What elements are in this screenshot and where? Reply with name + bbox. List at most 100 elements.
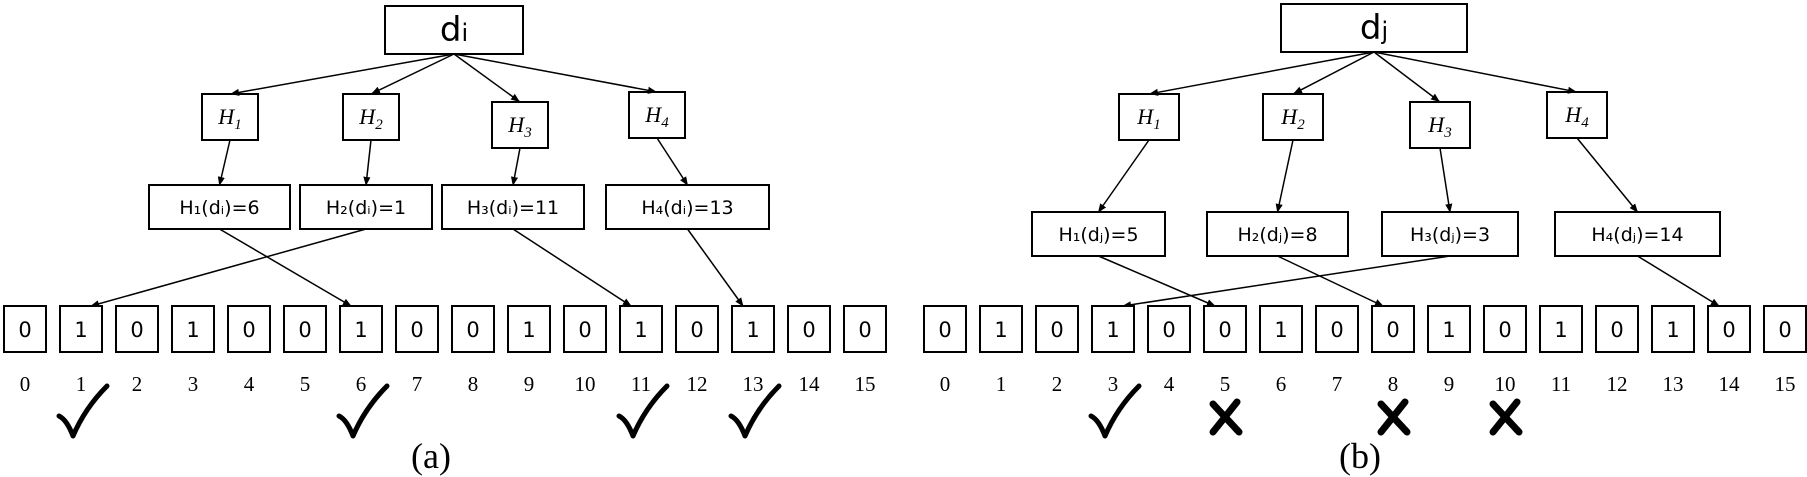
edge-document-to-hash <box>1373 51 1577 94</box>
hash-function-node <box>491 101 549 149</box>
bit-value: 1 <box>354 318 367 342</box>
bit-cell <box>1035 305 1079 353</box>
hash-function-subscript: 3 <box>1443 125 1452 141</box>
bit-index: 9 <box>1444 372 1455 396</box>
edge-hash-to-value <box>1275 139 1294 213</box>
bit-value: 0 <box>1162 318 1175 342</box>
edge-hash-to-value <box>363 139 372 186</box>
check-icon <box>336 383 390 439</box>
edge-document-to-hash <box>230 53 455 96</box>
bit-cell <box>923 305 967 353</box>
bit-index: 11 <box>1551 372 1571 396</box>
hash-function-label: H4 <box>1564 102 1589 131</box>
bit-value: 0 <box>1778 318 1791 342</box>
hash-value-label: H₁(dᵢ)=6 <box>179 197 259 219</box>
check-stroke <box>1088 383 1142 439</box>
bit-cell <box>787 305 831 353</box>
bit-cell <box>3 305 47 353</box>
edge-hash-to-value <box>1576 137 1639 213</box>
bit-value: 0 <box>1050 318 1063 342</box>
hash-function-subscript: 4 <box>661 115 669 131</box>
bit-value: 1 <box>522 318 535 342</box>
hash-function-node <box>1409 101 1471 149</box>
bit-value: 0 <box>298 318 311 342</box>
bit-index: 14 <box>799 372 821 396</box>
hash-function-label: H2 <box>358 104 383 133</box>
document-label: di <box>440 10 468 50</box>
hash-function-label: H2 <box>1280 104 1305 133</box>
bit-index: 7 <box>1332 372 1343 396</box>
bit-index: 1 <box>996 372 1007 396</box>
document-node <box>1280 3 1468 53</box>
bit-cell <box>1203 305 1247 353</box>
bit-value: 0 <box>1386 318 1399 342</box>
bit-index: 4 <box>1164 372 1175 396</box>
bit-index: 3 <box>1108 372 1119 396</box>
bit-index: 12 <box>687 372 708 396</box>
bit-cell <box>1763 305 1807 353</box>
bit-value: 0 <box>690 318 703 342</box>
hash-value-label: H₃(dⱼ)=3 <box>1410 224 1490 246</box>
bit-cell <box>1539 305 1583 353</box>
bit-index: 1 <box>76 372 87 396</box>
bit-cell <box>283 305 327 353</box>
document-letter: d <box>1360 8 1382 48</box>
edge-value-to-bit <box>1098 255 1216 307</box>
panel-a: diH1H₁(dᵢ)=6H2H₂(dᵢ)=1H3H₃(dᵢ)=11H4H₄(dᵢ… <box>3 5 887 476</box>
bit-value: 0 <box>1218 318 1231 342</box>
hash-function-letter: H <box>1564 102 1582 127</box>
bit-value: 0 <box>938 318 951 342</box>
hash-value-node <box>1031 211 1166 257</box>
bit-cell <box>171 305 215 353</box>
bit-index: 10 <box>1495 372 1516 396</box>
hash-value-label: H₂(dⱼ)=8 <box>1237 224 1317 246</box>
panel-caption: (a) <box>411 436 451 476</box>
bit-index: 15 <box>1775 372 1796 396</box>
bit-index: 9 <box>524 372 535 396</box>
cross-stroke <box>1377 398 1409 436</box>
bit-index: 3 <box>188 372 199 396</box>
document-subscript: i <box>461 19 468 47</box>
hash-function-letter: H <box>1427 112 1445 137</box>
hash-function-subscript: 1 <box>1153 117 1161 133</box>
cross-icon <box>1209 398 1243 436</box>
bit-cell <box>1259 305 1303 353</box>
hash-function-letter: H <box>1280 104 1298 129</box>
bit-cell <box>731 305 775 353</box>
bit-value: 1 <box>186 318 199 342</box>
hash-function-label: H1 <box>1136 104 1160 133</box>
bit-value: 0 <box>1498 318 1511 342</box>
hash-function-label: H4 <box>644 102 669 131</box>
bit-cell <box>1651 305 1695 353</box>
hash-function-node <box>201 93 259 141</box>
bit-index: 7 <box>412 372 423 396</box>
bit-value: 1 <box>994 318 1007 342</box>
check-stroke <box>616 383 670 439</box>
cross-icon <box>1489 398 1523 436</box>
hash-function-node <box>1546 91 1608 139</box>
bit-index: 5 <box>1220 372 1231 396</box>
bit-value: 0 <box>242 318 255 342</box>
document-subscript: j <box>1380 17 1388 45</box>
cross-stroke <box>1209 398 1241 436</box>
bit-cell <box>507 305 551 353</box>
bit-value: 0 <box>1330 318 1343 342</box>
bit-cell <box>979 305 1023 353</box>
bit-cell <box>1427 305 1471 353</box>
edge-document-to-hash <box>453 53 520 103</box>
check-icon <box>728 383 782 439</box>
hash-function-subscript: 4 <box>1581 115 1589 131</box>
hash-function-subscript: 2 <box>375 117 383 133</box>
bit-cell <box>563 305 607 353</box>
hash-function-letter: H <box>507 112 525 137</box>
edge-hash-to-value <box>217 139 231 186</box>
hash-function-label: H3 <box>1427 112 1451 141</box>
bit-index: 0 <box>940 372 951 396</box>
check-icon <box>616 383 670 439</box>
document-label: dj <box>1360 8 1388 48</box>
bit-value: 1 <box>634 318 647 342</box>
bit-value: 1 <box>1442 318 1455 342</box>
edge-document-to-hash <box>1149 51 1375 96</box>
edge-value-to-bit <box>1277 255 1384 307</box>
